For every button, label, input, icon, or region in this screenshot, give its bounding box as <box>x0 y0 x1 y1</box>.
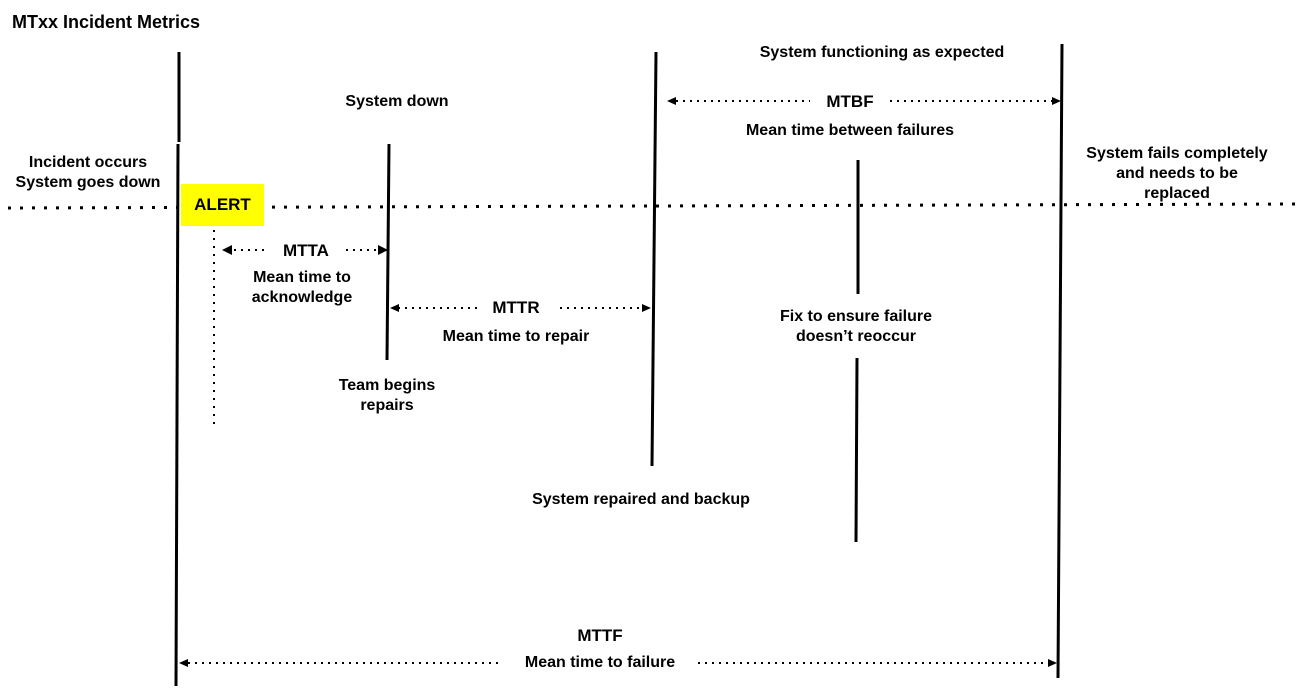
mttr-abbreviation: MTTR <box>492 298 540 317</box>
mttf-arrowhead-right <box>1048 659 1057 667</box>
system-fails-label: System fails completely and needs to be … <box>1086 145 1268 202</box>
mtta-arrowhead-left <box>222 245 232 255</box>
team-begins-repairs-label: Team begins repairs <box>338 377 436 414</box>
mtta-description: Mean time to acknowledge <box>251 269 353 306</box>
system-repaired-label: System repaired and backup <box>532 491 750 508</box>
system-down-label: System down <box>345 93 449 110</box>
team-begins-repairs-line <box>385 143 391 361</box>
fix-failure-label: Fix to ensure failure doesn’t reoccur <box>779 308 933 345</box>
mttr-arrowhead-right <box>642 304 651 312</box>
mtta-arrowhead-right <box>378 245 388 255</box>
mtbf-abbreviation: MTBF <box>826 92 874 111</box>
fix-line-lower <box>854 357 859 543</box>
mtbf-arrowhead-right <box>1052 97 1061 105</box>
mtbf-description: Mean time between failures <box>745 122 955 139</box>
page-title: MTxx Incident Metrics <box>12 12 201 32</box>
system-functioning-label: System functioning as expected <box>759 44 1005 61</box>
mttf-description: Mean time to failure <box>524 654 676 671</box>
system-fails-line <box>1056 43 1064 679</box>
system-repaired-line <box>650 51 658 467</box>
alert-badge: ALERT <box>181 184 264 226</box>
incident-occurs-label: Incident occurs System goes down <box>15 154 161 191</box>
mttr-arrowhead-left <box>390 304 399 312</box>
mttf-arrowhead-left <box>179 659 188 667</box>
mttr-description: Mean time to repair <box>442 328 590 345</box>
incident-start-line-lower <box>174 143 180 687</box>
mttf-abbreviation: MTTF <box>577 626 623 645</box>
mtta-abbreviation: MTTA <box>283 241 329 260</box>
mtbf-arrowhead-left <box>667 97 676 105</box>
